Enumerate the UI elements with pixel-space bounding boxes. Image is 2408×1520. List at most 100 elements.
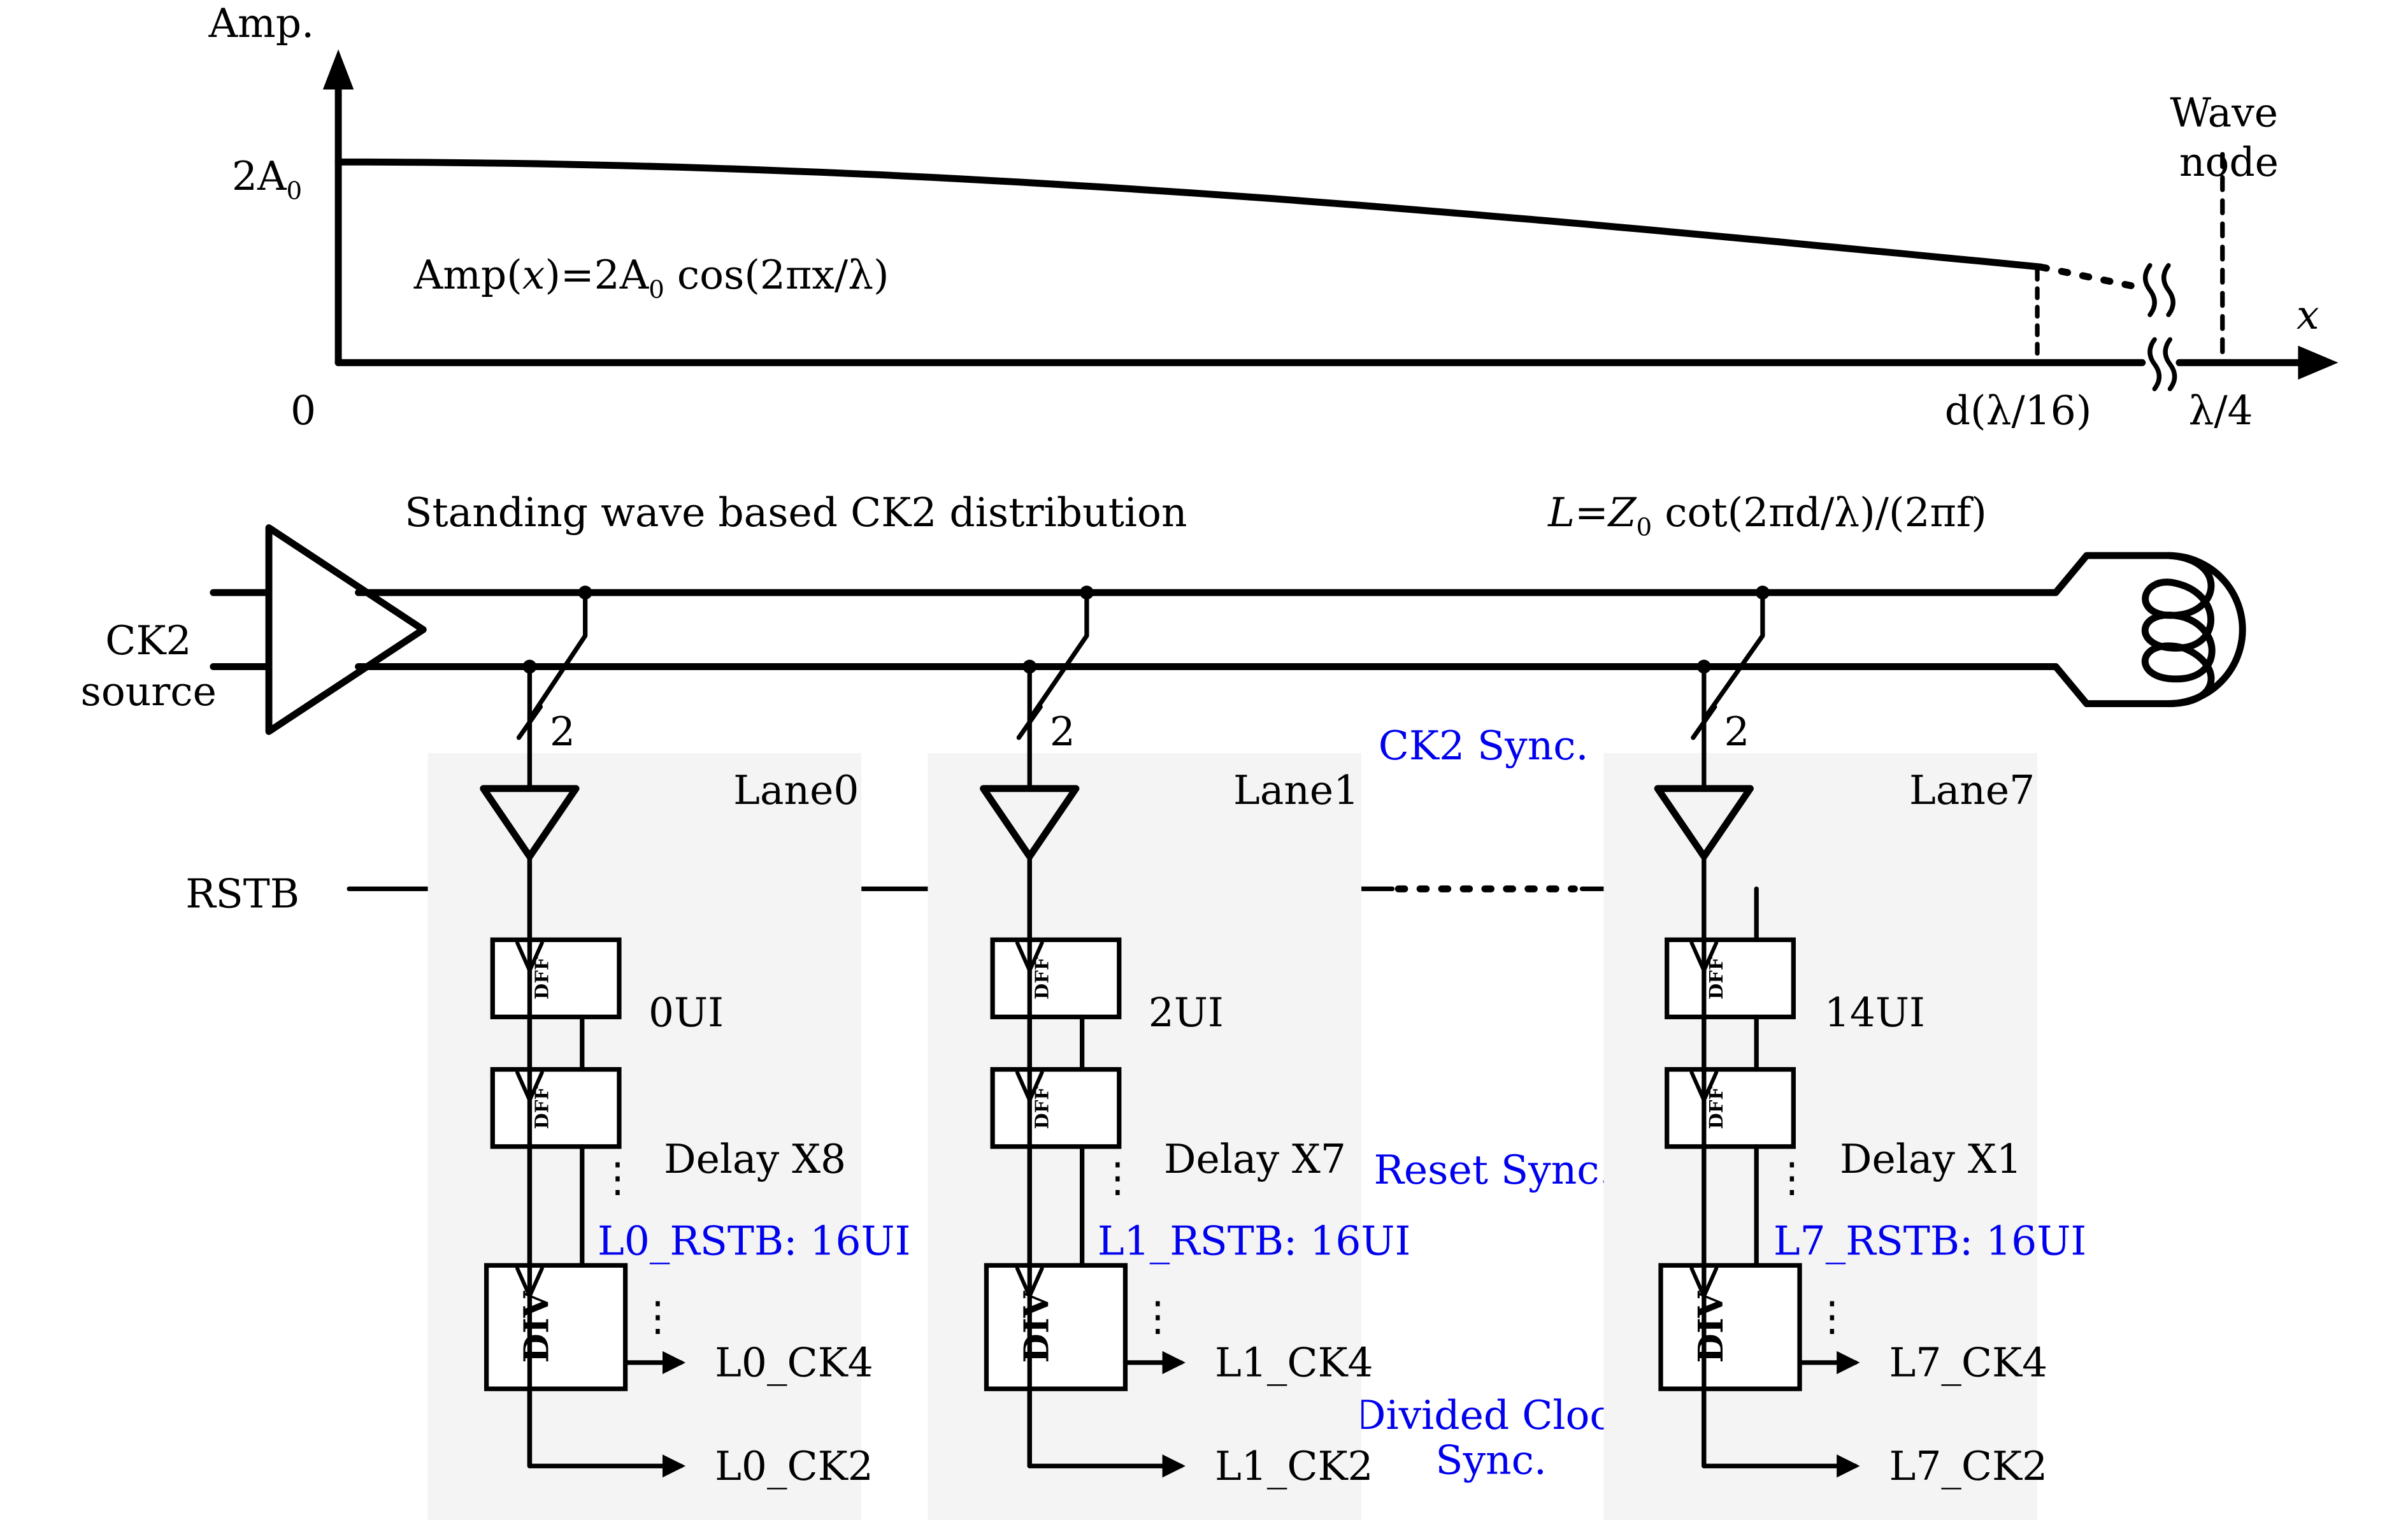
lane-name: Lane1 [1233, 767, 1359, 814]
ellipsis: ⋮ [1138, 1293, 1178, 1340]
clock-input-icon [1689, 1266, 1719, 1298]
wave-node-label-line1: Wave [2170, 90, 2278, 136]
ck2-output-arrow [527, 1386, 686, 1478]
dff-block [490, 1067, 622, 1149]
tap-wire [1702, 590, 1765, 722]
ellipsis: ⋮ [598, 1154, 638, 1201]
clock-input-icon [1015, 941, 1044, 973]
formula-part: x [522, 252, 545, 298]
clock-input-icon [515, 941, 544, 973]
amplitude-formula: Amp(x)=2A0 cos(2πx/λ) [413, 252, 889, 305]
delay-ui-label: 2UI [1149, 989, 1224, 1036]
formula-part: =Z [1575, 489, 1637, 536]
divided-clock-sync-label-line2: Sync. [1435, 1437, 1547, 1483]
ellipsis: ⋮ [638, 1293, 678, 1340]
dff-block [990, 1067, 1122, 1149]
delay-count-label: Delay X1 [1840, 1136, 2022, 1182]
tick-d-label: d(λ/16) [1945, 387, 2092, 434]
div-label: DIV [517, 1290, 557, 1363]
amplitude-curve-dashed [2037, 263, 2141, 291]
formula-part: cos(2πx/λ) [664, 252, 889, 298]
clock-distribution: Standing wave based CK2 distribution L=Z… [81, 489, 2246, 1483]
clock-input-icon [1015, 1070, 1044, 1103]
rstb-label: RSTB [185, 870, 299, 917]
div-block [984, 1263, 1128, 1391]
y-tick-subscript: 0 [286, 176, 302, 205]
bus-width-label: 2 [550, 708, 575, 755]
dff-block [490, 937, 622, 1019]
lane-rstb-label: L0_RSTB: 16UI [598, 1217, 910, 1264]
div-label: DIV [1016, 1290, 1056, 1363]
lane-name: Lane0 [733, 767, 859, 814]
ellipsis: ⋮ [1812, 1293, 1852, 1340]
source-label-line1: CK2 [105, 617, 191, 664]
ck2-output-label: L7_CK2 [1889, 1443, 2048, 1489]
clock-input-icon [1015, 1266, 1044, 1298]
dff-block [1665, 937, 1796, 1019]
distribution-title: Standing wave based CK2 distribution [405, 489, 1187, 536]
clock-input-icon [1689, 941, 1719, 973]
formula-subscript: 0 [649, 276, 664, 305]
reset-sync-label: Reset Sync. [1373, 1147, 1612, 1193]
x-axis-arrow-icon [2298, 345, 2339, 380]
source-buffer-icon [265, 524, 427, 735]
dff-label: DFF [531, 957, 553, 1000]
clock-input-icon [515, 1070, 544, 1103]
ck2-sync-label: CK2 Sync. [1379, 722, 1589, 769]
formula-part: Amp( [413, 252, 522, 298]
inductor-formula: L=Z0 cot(2πd/λ)/(2πf) [1547, 489, 1987, 542]
formula-part: cot(2πd/λ)/(2πf) [1652, 489, 1987, 536]
wave-node-label-line2: node [2179, 139, 2279, 185]
origin-label: 0 [290, 387, 316, 434]
bus-width-label: 2 [1050, 708, 1075, 755]
ck2-output-arrow [1702, 1386, 1860, 1478]
dff-label: DFF [1705, 957, 1727, 1000]
div-label: DIV [1691, 1290, 1731, 1363]
dff-label: DFF [1705, 1087, 1727, 1129]
dff-block [1665, 1067, 1796, 1149]
formula-part: L [1547, 489, 1575, 536]
bus-width-label: 2 [1724, 708, 1749, 755]
amplitude-curve [334, 158, 2044, 271]
ck2-output-label: L0_CK2 [715, 1443, 873, 1489]
source-label-line2: source [81, 668, 217, 715]
ck4-output-label: L1_CK4 [1215, 1340, 1373, 1386]
lane-rstb-label: L1_RSTB: 16UI [1098, 1217, 1410, 1264]
div-block [1658, 1263, 1802, 1391]
clock-input-icon [1689, 1070, 1719, 1103]
tap-wire [527, 590, 588, 722]
x-axis-label: x [2297, 292, 2319, 338]
delay-count-label: Delay X8 [664, 1136, 846, 1182]
bus-width-slash-icon [1016, 704, 1043, 740]
lane-rstb-label: L7_RSTB: 16UI [1774, 1217, 2086, 1264]
dff-label: DFF [1031, 1087, 1052, 1129]
dff-block [990, 937, 1122, 1019]
divided-clock-sync-label-line1: Divided Clock [1354, 1392, 1637, 1438]
ellipsis: ⋮ [1772, 1154, 1812, 1201]
ck2-output-arrow [1027, 1386, 1186, 1478]
transmission-line [355, 552, 2246, 708]
delay-ui-label: 0UI [649, 989, 724, 1036]
clock-input-icon [515, 1266, 544, 1298]
inductor-icon [2141, 552, 2216, 708]
lane-name: Lane7 [1909, 767, 2035, 814]
ellipsis: ⋮ [1098, 1154, 1138, 1201]
curve-break-icon [2143, 263, 2157, 317]
lane-buffer-icon [1654, 785, 1754, 860]
ck4-output-label: L0_CK4 [715, 1340, 873, 1386]
curve-break-icon [2161, 263, 2175, 317]
y-tick-text: 2A [232, 153, 287, 199]
formula-subscript: 0 [1637, 513, 1652, 542]
dff-label: DFF [531, 1087, 553, 1129]
dff-label: DFF [1031, 957, 1052, 1000]
delay-count-label: Delay X7 [1164, 1136, 1346, 1182]
delay-ui-label: 14UI [1824, 989, 1925, 1036]
tap-wire [1027, 590, 1089, 722]
tick-quarter-wavelength-label: λ/4 [2188, 387, 2253, 434]
bus-width-slash-icon [1691, 704, 1717, 740]
